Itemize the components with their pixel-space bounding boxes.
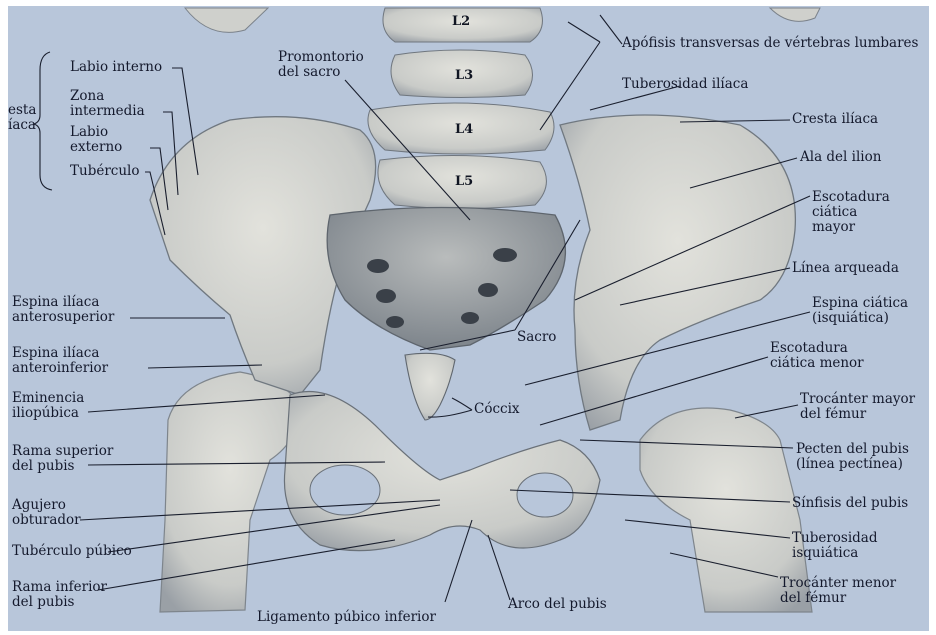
tuberosidad-iliaca-label: Tuberosidad ilíaca bbox=[622, 77, 748, 92]
vertebra-l4: L4 bbox=[455, 122, 473, 137]
sacro-label: Sacro bbox=[517, 330, 556, 345]
labio-interno-label: Labio interno bbox=[70, 60, 162, 75]
coccix-label: Cóccix bbox=[474, 402, 520, 417]
vertebra-l2: L2 bbox=[452, 14, 470, 29]
escotadura-menor-label: Escotadura ciática menor bbox=[770, 341, 864, 371]
sinfisis-label: Sínfisis del pubis bbox=[792, 496, 908, 511]
vertebra-l5: L5 bbox=[455, 174, 473, 189]
vertebra-l3: L3 bbox=[455, 68, 473, 83]
agujero-obturador-label: Agujero obturador bbox=[12, 498, 81, 528]
apofisis-label: Apófisis transversas de vértebras lumbar… bbox=[622, 36, 918, 51]
ala-ilion-label: Ala del ilion bbox=[800, 150, 881, 165]
trocanter-menor-label: Trocánter menor del fémur bbox=[780, 576, 896, 606]
tuberculo-label: Tubérculo bbox=[70, 164, 139, 179]
espina-ciatica-label: Espina ciática (isquiática) bbox=[812, 296, 908, 326]
espina-anterosuperior-label: Espina ilíaca anterosuperior bbox=[12, 295, 114, 325]
pecten-label: Pecten del pubis (línea pectínea) bbox=[796, 442, 909, 472]
labio-externo-label: Labio externo bbox=[70, 125, 122, 155]
linea-arqueada-label: Línea arqueada bbox=[792, 261, 899, 276]
left-obturator-foramen bbox=[310, 465, 380, 515]
right-obturator-foramen bbox=[517, 473, 573, 517]
eminencia-iliopubica-label: Eminencia iliopúbica bbox=[12, 391, 84, 421]
cresta-iliaca-left-label: esta íaca bbox=[8, 103, 36, 133]
arco-pubis-label: Arco del pubis bbox=[508, 597, 607, 612]
rama-superior-label: Rama superior del pubis bbox=[12, 444, 113, 474]
tuberosidad-isquiatica-label: Tuberosidad isquiática bbox=[792, 531, 878, 561]
cresta-iliaca-label: Cresta ilíaca bbox=[792, 112, 878, 127]
zona-intermedia-label: Zona intermedia bbox=[70, 89, 145, 119]
rama-inferior-label: Rama inferior del pubis bbox=[12, 580, 107, 610]
escotadura-mayor-label: Escotadura ciática mayor bbox=[812, 190, 890, 235]
ligamento-label: Ligamento púbico inferior bbox=[257, 610, 436, 625]
espina-anteroinferior-label: Espina ilíaca anteroinferior bbox=[12, 346, 108, 376]
tuberculo-pubico-label: Tubérculo púbico bbox=[12, 544, 132, 559]
trocanter-mayor-label: Trocánter mayor del fémur bbox=[800, 392, 915, 422]
promontorio-label: Promontorio del sacro bbox=[278, 50, 364, 80]
